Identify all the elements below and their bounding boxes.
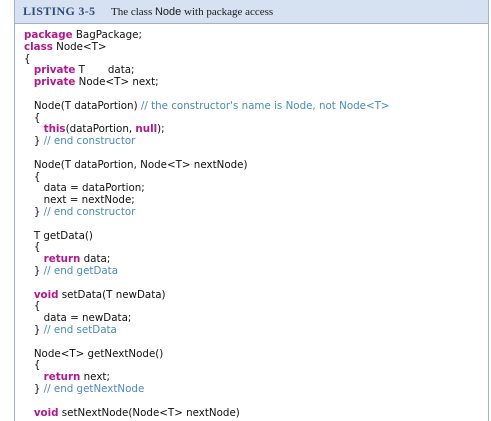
code-comment: // the constructor's name is Node, not N… xyxy=(140,99,390,112)
code-comment: // end constructor xyxy=(43,205,136,218)
code-block: package BagPackage;class Node<T>{ privat… xyxy=(24,29,484,420)
code-text: T getData() xyxy=(24,229,93,242)
code-line: package BagPackage; xyxy=(24,29,484,42)
code-line: } // end getNextNode xyxy=(24,382,484,396)
code-text: next = nextNode; xyxy=(24,194,135,207)
code-line: void setData(T newData) xyxy=(24,288,484,302)
code-text xyxy=(24,289,34,301)
code-line: return data; xyxy=(24,253,484,266)
code-comment: // end getData xyxy=(43,264,119,277)
code-text: } xyxy=(24,323,44,336)
code-comment: // end constructor xyxy=(43,135,136,148)
code-line: } // end getData xyxy=(24,264,484,278)
code-line: private Node<T> next; xyxy=(24,76,484,89)
code-listing-box: LISTING 3-5 The class Node with package … xyxy=(14,0,489,421)
code-text: BagPackage; xyxy=(72,29,142,41)
caption-suffix: with package access xyxy=(181,5,274,18)
code-text xyxy=(24,407,34,419)
code-text: (dataPortion, xyxy=(65,123,136,136)
code-text: setNextNode(Node<T> nextNode) xyxy=(58,406,240,419)
code-line: { xyxy=(24,359,484,372)
code-text xyxy=(24,371,44,383)
code-keyword: void xyxy=(33,406,59,419)
caption-class-name: Node xyxy=(154,5,182,18)
code-text: data; xyxy=(80,253,111,266)
code-line: data = newData; xyxy=(24,312,484,325)
code-line: data = dataPortion; xyxy=(24,182,484,195)
code-line: class Node<T> xyxy=(24,40,484,54)
code-text: { xyxy=(24,52,31,65)
code-line: this(dataPortion, null); xyxy=(24,123,484,136)
code-keyword: void xyxy=(33,288,59,301)
listing-header: LISTING 3-5 The class Node with package … xyxy=(15,0,488,24)
code-keyword: private xyxy=(33,64,76,77)
code-line: { xyxy=(24,300,484,313)
code-text: { xyxy=(24,111,41,124)
code-text xyxy=(24,253,44,265)
code-line: Node(T dataPortion) // the constructor's… xyxy=(24,99,484,113)
code-text: } xyxy=(24,205,44,218)
code-text: Node<T> xyxy=(52,40,107,53)
code-text xyxy=(24,64,34,76)
code-text xyxy=(24,76,34,88)
code-line: { xyxy=(24,52,484,66)
code-line: void setNextNode(Node<T> nextNode) xyxy=(24,406,484,420)
code-line: { xyxy=(24,170,484,184)
code-text: next; xyxy=(80,371,110,384)
code-keyword: return xyxy=(43,371,81,384)
code-keyword: this xyxy=(43,123,66,136)
code-line: Node<T> getNextNode() xyxy=(24,347,484,361)
code-text: } xyxy=(24,382,44,395)
code-text: } xyxy=(24,135,44,148)
code-text: Node<T> next; xyxy=(75,76,159,89)
code-line: } // end constructor xyxy=(24,135,484,148)
code-text: { xyxy=(24,170,41,183)
code-text xyxy=(24,123,44,135)
code-line: } // end constructor xyxy=(24,205,484,219)
code-text: { xyxy=(24,359,41,372)
code-keyword: package xyxy=(24,29,73,41)
code-text: Node<T> getNextNode() xyxy=(24,347,164,360)
code-text: { xyxy=(24,300,41,313)
code-line: Node(T dataPortion, Node<T> nextNode) xyxy=(24,158,484,172)
code-text: T data; xyxy=(75,64,135,77)
code-line: { xyxy=(24,111,484,125)
code-text: data = dataPortion; xyxy=(24,182,145,195)
code-keyword: class xyxy=(24,40,53,53)
code-text: data = newData; xyxy=(24,312,132,325)
code-text: } xyxy=(24,264,44,277)
listing-caption: The class Node with package access xyxy=(111,6,273,18)
listing-number: LISTING 3-5 xyxy=(23,4,96,18)
code-line: { xyxy=(24,241,484,254)
code-line: T getData() xyxy=(24,229,484,243)
code-comment: // end getNextNode xyxy=(43,382,145,395)
code-line: next = nextNode; xyxy=(24,194,484,207)
code-line xyxy=(24,219,484,231)
code-keyword: return xyxy=(43,253,81,266)
code-text: ); xyxy=(157,123,165,136)
code-text: Node(T dataPortion, Node<T> nextNode) xyxy=(24,158,248,171)
caption-prefix: The class xyxy=(111,5,155,18)
code-text: setData(T newData) xyxy=(58,288,166,301)
code-keyword: null xyxy=(135,123,158,136)
code-text: Node(T dataPortion) xyxy=(24,99,141,112)
code-line: } // end setData xyxy=(24,323,484,337)
code-text: { xyxy=(24,241,41,254)
code-comment: // end setData xyxy=(43,323,117,336)
code-line: return next; xyxy=(24,371,484,384)
code-line: private T data; xyxy=(24,64,484,77)
code-keyword: private xyxy=(33,76,76,89)
